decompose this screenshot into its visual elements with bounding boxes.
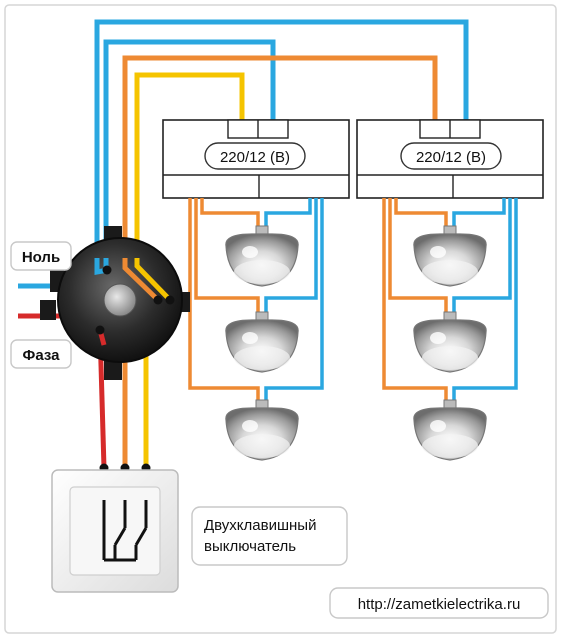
halogen-lamp-icon <box>225 225 299 287</box>
transformer-right: 220/12 (В) <box>356 119 544 199</box>
double-switch-icon <box>51 469 179 593</box>
halogen-lamp-icon <box>413 399 487 461</box>
halogen-lamp-icon <box>413 225 487 287</box>
phase-label-box: Фаза <box>10 339 72 369</box>
neutral-bus-left <box>103 39 276 258</box>
switch-label-line1: Двухклавишный <box>204 517 316 534</box>
phase-label: Фаза <box>23 347 61 364</box>
top-wires <box>94 19 469 258</box>
neutral-label-box: Ноль <box>10 241 72 271</box>
switched-line-right <box>122 55 438 258</box>
switch-label-box: Двухклавишный выключатель <box>191 506 348 566</box>
source-url: http://zametkielectrika.ru <box>358 596 521 613</box>
switch-label-line2: выключатель <box>204 538 296 555</box>
halogen-lamp-icon <box>225 399 299 461</box>
url-label-box: http://zametkielectrika.ru <box>329 587 549 619</box>
neutral-bus-right <box>94 19 469 258</box>
halogen-lamp-icon <box>225 311 299 373</box>
switched-line-left <box>134 72 245 258</box>
junction-box-icon <box>40 226 190 380</box>
transformer-left-label: 220/12 (В) <box>220 149 290 166</box>
transformer-right-label: 220/12 (В) <box>416 149 486 166</box>
transformer-left: 220/12 (В) <box>162 119 350 199</box>
halogen-lamp-icon <box>413 311 487 373</box>
neutral-label: Ноль <box>22 249 60 266</box>
lamp-wiring-right <box>382 198 518 400</box>
